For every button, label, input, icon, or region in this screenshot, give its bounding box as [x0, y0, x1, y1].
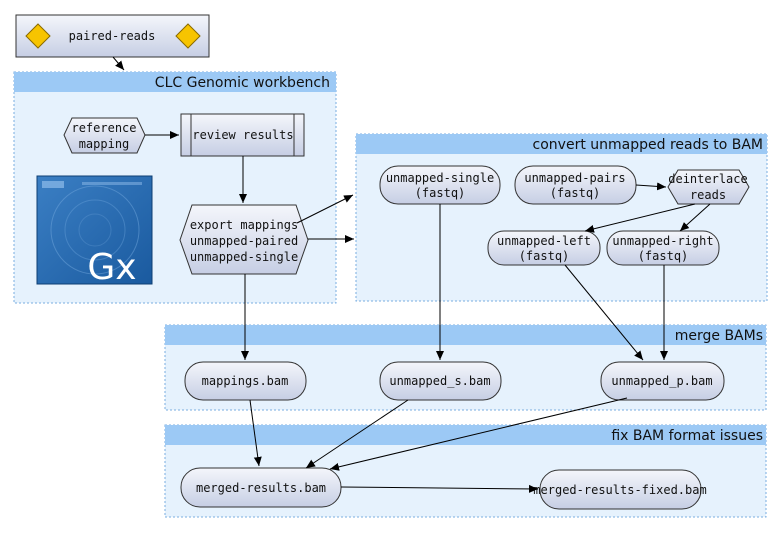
node-label-unmapped-left-2: (fastq)	[519, 249, 570, 263]
diamond-left-icon	[25, 23, 51, 49]
node-label-unmapped-pairs-2: (fastq)	[550, 186, 601, 200]
node-review-results[interactable]: review results	[180, 113, 305, 157]
node-label-unmapped-p-bam: unmapped_p.bam	[611, 374, 712, 388]
panel-title-convert: convert unmapped reads to BAM	[533, 137, 763, 153]
node-reference-mapping[interactable]: reference mapping	[63, 117, 146, 154]
clc-logo-icon: Gx	[36, 175, 153, 288]
node-label-export-3: unmapped-single	[190, 250, 298, 264]
node-unmapped-s-bam[interactable]: unmapped_s.bam	[379, 361, 502, 401]
node-merged-results-fixed[interactable]: merged-results-fixed.bam	[533, 469, 707, 510]
edge-mappings-to-merged	[249, 399, 262, 467]
node-label-unmapped-left-1: unmapped-left	[497, 234, 591, 248]
diamond-right-icon	[175, 23, 201, 49]
node-label-deinterlace-1: deinterlace	[668, 172, 747, 186]
edge-merged-to-fixed	[340, 484, 539, 493]
node-unmapped-left[interactable]: unmapped-left (fastq)	[487, 230, 601, 266]
edge-p-bam-to-merged	[329, 397, 628, 471]
panel-title-clc: CLC Genomic workbench	[155, 75, 330, 91]
edge-paired-reads-to-clc	[112, 56, 125, 71]
node-merged-results[interactable]: merged-results.bam	[180, 467, 342, 508]
node-label-export-2: unmapped-paired	[190, 234, 298, 248]
node-unmapped-p-bam[interactable]: unmapped_p.bam	[600, 361, 725, 401]
node-label-unmapped-single-2: (fastq)	[415, 186, 466, 200]
panel-title-merge: merge BAMs	[675, 328, 763, 344]
edge-s-bam-to-merged	[305, 399, 409, 469]
node-paired-reads[interactable]: paired-reads	[15, 14, 210, 58]
node-deinterlace-reads[interactable]: deinterlace reads	[667, 169, 750, 205]
node-export-mappings[interactable]: export mappings unmapped-paired unmapped…	[179, 204, 309, 275]
edges	[112, 56, 711, 493]
edge-left-to-p-bam	[564, 264, 644, 361]
node-label-merged-results: merged-results.bam	[196, 481, 326, 495]
node-label-unmapped-s-bam: unmapped_s.bam	[389, 374, 490, 388]
node-unmapped-right[interactable]: unmapped-right (fastq)	[606, 230, 720, 266]
node-unmapped-single[interactable]: unmapped-single (fastq)	[379, 165, 501, 205]
node-label-review-results: review results	[192, 128, 293, 142]
node-label-reference-mapping-2: mapping	[79, 137, 130, 151]
node-unmapped-pairs[interactable]: unmapped-pairs (fastq)	[514, 165, 637, 205]
panel-title-fix: fix BAM format issues	[611, 428, 763, 444]
node-label-unmapped-right-1: unmapped-right	[612, 234, 713, 248]
edge-export-to-convert-1	[296, 194, 354, 224]
node-label-reference-mapping-1: reference	[71, 121, 136, 135]
node-label-unmapped-pairs-1: unmapped-pairs	[524, 171, 625, 185]
node-label-paired-reads: paired-reads	[69, 29, 156, 43]
edge-deinterlace-to-right	[679, 203, 711, 232]
node-label-unmapped-right-2: (fastq)	[638, 249, 689, 263]
node-label-mappings-bam: mappings.bam	[202, 374, 289, 388]
edge-pairs-to-deinterlace	[635, 182, 667, 191]
logo-text: Gx	[87, 247, 136, 288]
node-label-deinterlace-2: reads	[690, 188, 726, 202]
node-label-export-1: export mappings	[190, 218, 298, 232]
panel-convert: convert unmapped reads to BAM	[355, 133, 768, 302]
node-label-unmapped-single-1: unmapped-single	[386, 171, 494, 185]
node-label-merged-results-fixed: merged-results-fixed.bam	[533, 483, 706, 497]
edge-deinterlace-to-left	[584, 203, 696, 233]
node-mappings-bam[interactable]: mappings.bam	[184, 361, 307, 401]
